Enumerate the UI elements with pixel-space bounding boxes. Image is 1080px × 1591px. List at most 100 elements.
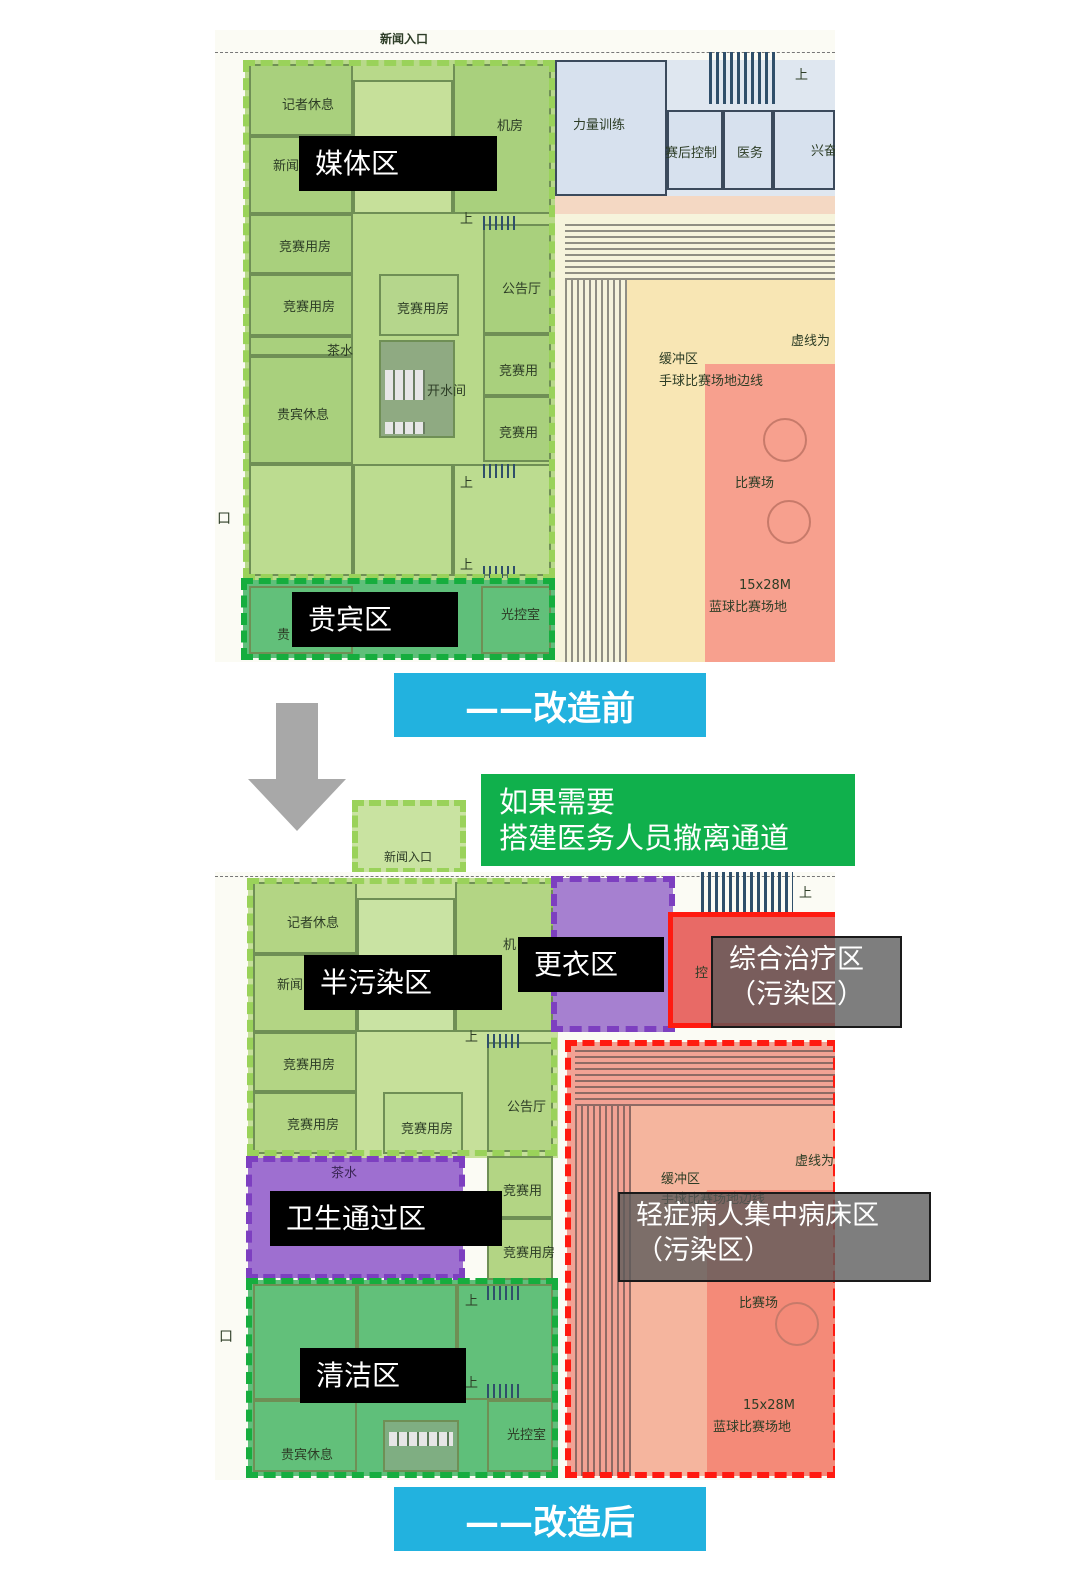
zone-tag-hygiene-pass: 卫生通过区: [270, 1191, 502, 1246]
news-entrance-label: 新闻入口: [380, 32, 429, 46]
a-label-arena: 比赛场: [739, 1296, 779, 1311]
a-stair-2: [487, 1286, 519, 1300]
toilet-grid-2: [385, 422, 425, 434]
label-post-match-control: 赛后控制: [665, 146, 718, 161]
zone-tag-patient-beds: 轻症病人集中病床区 （污染区）: [618, 1192, 931, 1282]
a-label-competition-1: 竞赛用房: [283, 1058, 336, 1073]
room-notice-hall: [483, 224, 551, 334]
label-vip-rest: 贵宾休息: [277, 408, 330, 423]
a-label-news: 新闻: [277, 978, 304, 993]
a-label-up-2: 上: [465, 1294, 479, 1309]
evacuation-callout: 如果需要 搭建医务人员撤离通道: [481, 774, 855, 866]
a-stair-top: [701, 872, 793, 914]
down-arrow-icon: [248, 703, 346, 831]
label-up-2: 上: [460, 476, 474, 491]
stair-top: [709, 52, 775, 104]
clean-zone-border: [246, 1278, 558, 1478]
treatment-line-2: （污染区）: [729, 979, 864, 1011]
corridor-band: [555, 196, 835, 214]
label-competition-center: 竞赛用房: [397, 302, 450, 317]
room-competition-1: [249, 214, 353, 274]
label-handball-line: 手球比赛场地边线: [659, 374, 764, 389]
zone-tag-vip: 贵宾区: [292, 592, 458, 647]
court-circle-2: [767, 500, 811, 544]
label-competition-2: 竞赛用房: [283, 300, 336, 315]
a-seating-left: [575, 1106, 631, 1476]
a-label-notice-hall: 公告厅: [507, 1100, 547, 1115]
a-label-side-entry: 口: [219, 1329, 233, 1345]
seating-top: [565, 220, 835, 280]
label-doping: 兴奋: [811, 144, 835, 159]
a-label-up-4: 上: [799, 886, 813, 901]
label-basketball-court: 蓝球比赛场地: [709, 600, 788, 615]
room-vip-rest: [249, 356, 353, 464]
label-notice-hall: 公告厅: [502, 282, 542, 297]
label-vip-short: 贵: [277, 628, 291, 643]
label-side-entry: 口: [217, 511, 231, 527]
a-label-buffer: 缓冲区: [661, 1172, 701, 1187]
label-arena: 比赛场: [735, 476, 775, 491]
after-axis-line: [215, 876, 835, 877]
callout-line-1: 如果需要: [499, 785, 616, 819]
room-tea: [249, 336, 353, 356]
a-label-competition-r2: 竞赛用房: [503, 1246, 556, 1261]
a-room-competition-center: [383, 1092, 463, 1154]
room-lower-center: [353, 464, 453, 576]
banner-after: ——改造后: [394, 1487, 706, 1551]
room-post-match-control: [667, 110, 723, 190]
label-strength-training: 力量训练: [573, 118, 626, 133]
stair-1: [483, 216, 515, 230]
label-competition-r2: 竞赛用: [499, 426, 539, 441]
label-court-size: 15x28M: [739, 578, 791, 593]
after-entrance-label: 新闻入口: [384, 850, 433, 864]
zone-tag-semi-contaminated: 半污染区: [304, 955, 502, 1010]
label-competition-1: 竞赛用房: [279, 240, 332, 255]
zone-tag-changing: 更衣区: [518, 937, 664, 992]
label-reporter-rest: 记者休息: [282, 98, 335, 113]
banner-before: ——改造前: [394, 673, 706, 737]
callout-line-2: 搭建医务人员撤离通道: [499, 821, 790, 856]
label-news: 新闻: [273, 159, 300, 174]
a-label-up-3: 上: [465, 1376, 479, 1391]
a-room-clean-3: [457, 1284, 553, 1400]
a-room-competition-1: [253, 1032, 357, 1092]
plan-before: 新闻入口 记者休息 新闻 机房 竞赛用房 竞赛用房 竞赛用房 公告厅 茶水 贵宾…: [215, 30, 835, 662]
a-room-notice-hall: [487, 1042, 553, 1152]
zone-tag-treatment: 综合治疗区 （污染区）: [711, 936, 902, 1028]
a-label-basketball-court: 蓝球比赛场地: [713, 1420, 792, 1435]
a-label-court-size: 15x28M: [743, 1398, 795, 1413]
semi-zone-border: [247, 878, 557, 1156]
a-label-dashed-note: 虚线为: [795, 1154, 835, 1169]
room-competition-r1: [483, 334, 551, 396]
zone-tag-clean: 清洁区: [300, 1348, 466, 1403]
seating-left: [565, 280, 627, 662]
room-competition-center: [379, 274, 459, 336]
a-label-control: 控: [695, 966, 709, 981]
a-stair-3: [487, 1384, 519, 1398]
label-machine: 机房: [497, 119, 524, 134]
room-reporter-rest: [249, 64, 353, 136]
a-court-circle: [775, 1302, 819, 1346]
label-up-1: 上: [460, 212, 474, 227]
label-boiled-water: 开水间: [427, 384, 467, 399]
room-strength-training: [555, 60, 667, 196]
court-circle-1: [763, 418, 807, 462]
media-zone-border: [243, 60, 555, 580]
a-toilet-grid: [389, 1432, 453, 1446]
room-doping: [773, 110, 835, 190]
a-room-vip-rest: [253, 1400, 357, 1472]
label-competition-r1: 竞赛用: [499, 364, 539, 379]
a-room-light-control: [487, 1400, 553, 1472]
label-up-3: 上: [460, 558, 474, 573]
treatment-line-1: 综合治疗区: [729, 944, 864, 975]
zone-tag-media: 媒体区: [299, 136, 497, 191]
room-medical: [723, 110, 773, 190]
stair-2: [483, 464, 515, 478]
a-stair-1: [487, 1034, 519, 1048]
axis-line: [215, 52, 835, 53]
a-label-tea: 茶水: [331, 1166, 358, 1181]
toilet-grid: [385, 370, 425, 400]
a-seating-top: [575, 1050, 835, 1106]
a-label-competition-2: 竞赛用房: [287, 1118, 340, 1133]
news-entrance-box: [352, 800, 466, 874]
